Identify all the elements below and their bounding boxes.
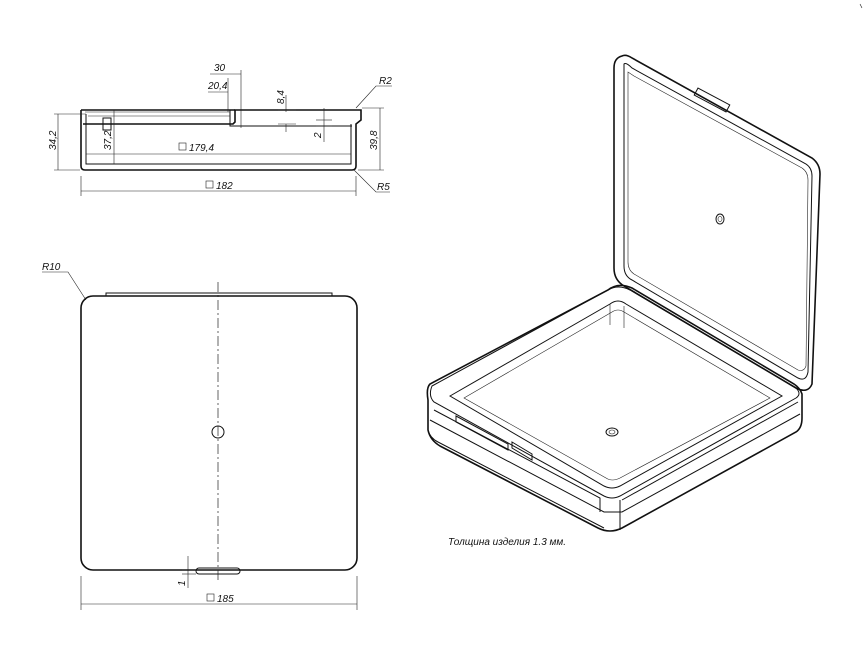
- dim-182: 182: [216, 181, 233, 192]
- thickness-note: Толщина изделия 1.3 мм.: [448, 537, 566, 548]
- dim-r10: R10: [42, 262, 61, 273]
- dim-2: 2: [313, 132, 324, 139]
- dim-37-2: 37,2: [103, 130, 114, 150]
- dim-34-2: 34,2: [48, 130, 59, 150]
- isometric-view: [426, 54, 821, 532]
- dim-r2: R2: [379, 76, 392, 87]
- dim-39-8: 39,8: [369, 130, 380, 150]
- dim-179-4: 179,4: [189, 143, 214, 154]
- dim-185: 185: [217, 594, 234, 605]
- side-view: 30 20,4 8,4 R2 34,2 37,2 179,4 2 39,8 18…: [48, 63, 392, 196]
- dim-1: 1: [177, 580, 188, 586]
- dim-30: 30: [214, 63, 226, 74]
- dim-r5: R5: [377, 182, 390, 193]
- dim-20-4: 20,4: [207, 81, 228, 92]
- dim-8-4: 8,4: [276, 90, 287, 104]
- top-view: R10 1 185: [42, 262, 358, 610]
